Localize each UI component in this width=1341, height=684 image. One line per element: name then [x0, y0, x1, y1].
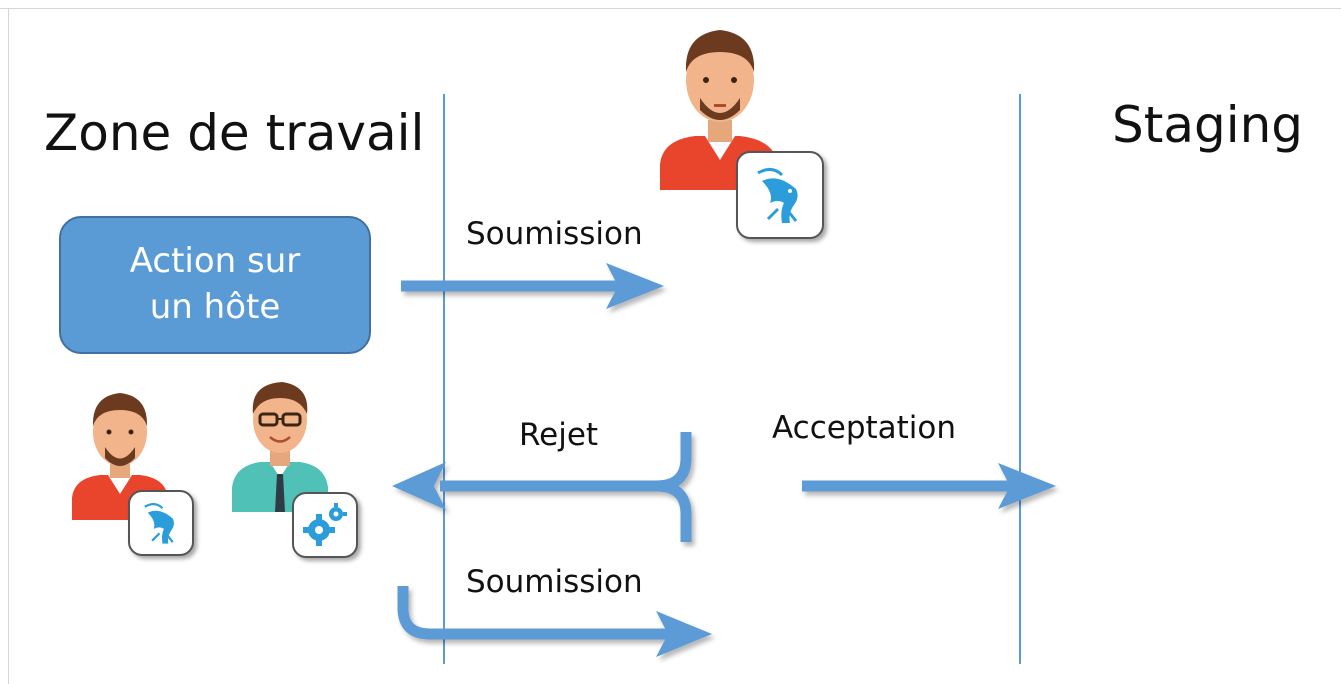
reviewer-top-badge: [736, 151, 824, 239]
operator-badge: [292, 492, 358, 558]
hydra-logo-icon: [757, 168, 798, 223]
frame-border-top: [0, 8, 1341, 9]
host-action-line-2: un hôte: [149, 287, 281, 327]
host-action-box: Action sur un hôte: [59, 216, 371, 354]
submit-top-arrow: [401, 263, 664, 309]
reject-arrow: [392, 432, 692, 542]
lane-divider-right: [1019, 94, 1021, 664]
submit-top-label: Soumission: [466, 216, 643, 252]
reviewer-bottom-badge: [128, 490, 194, 556]
accept-label: Acceptation: [772, 410, 957, 446]
lane-divider-left: [443, 94, 445, 664]
frame-border-left: [8, 8, 9, 684]
hydra-logo-icon: [144, 503, 174, 544]
reject-label: Rejet: [519, 417, 599, 453]
accept-arrow: [802, 463, 1056, 509]
submit-bottom-label: Soumission: [466, 564, 643, 600]
reviewer-bottom-avatar: [72, 393, 168, 520]
workspace-zone-title: Zone de travail: [44, 104, 425, 162]
host-action-line-1: Action sur: [129, 241, 301, 282]
staging-zone-title: Staging: [1112, 96, 1304, 154]
submit-bottom-arrow: [397, 586, 712, 657]
gears-icon: [303, 503, 347, 546]
